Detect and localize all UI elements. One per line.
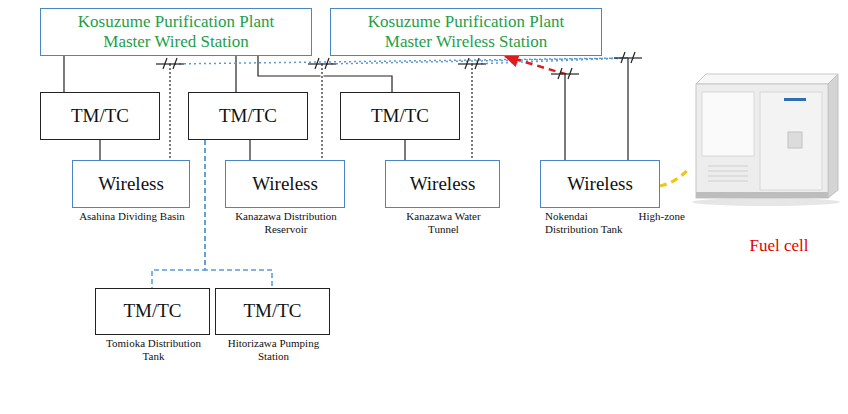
- antenna-feed: [321, 64, 322, 160]
- wired-link: [63, 56, 64, 92]
- wired-link: [99, 140, 100, 160]
- feed-underlay: [627, 58, 630, 160]
- feed-underlay: [169, 64, 172, 160]
- wireless-box: WirelessKanazawa Water Tunnel: [385, 160, 500, 208]
- display-window: [788, 132, 802, 148]
- box-text: Fuel cell: [749, 236, 808, 256]
- antenna-symbol: [458, 58, 486, 69]
- telemeter-box: TM/TC: [188, 92, 308, 140]
- antenna-symbol: [308, 58, 336, 69]
- telemeter-box: TM/TC: [340, 92, 460, 140]
- box-text: Wireless: [410, 174, 476, 195]
- cabinet-front: [696, 84, 828, 198]
- cabinet-side: [828, 74, 838, 198]
- radio-link: [322, 58, 628, 160]
- box-text: Wireless: [252, 174, 318, 195]
- antenna-feed: [471, 64, 472, 160]
- box-text: Wireless: [567, 174, 633, 195]
- shadow: [692, 198, 840, 206]
- site-label: Nokendai High-zone Distribution Tank: [545, 210, 685, 236]
- wired-link: [249, 140, 250, 160]
- vent-slots: [708, 166, 748, 181]
- telemeter-box: TM/TC: [40, 92, 160, 140]
- box-text: TM/TC: [243, 301, 301, 322]
- wired-link: [235, 56, 236, 92]
- antenna-feed: [169, 64, 170, 160]
- antenna-feed: [564, 74, 565, 160]
- antenna-feed: [627, 58, 628, 160]
- radio-link: [472, 58, 628, 160]
- cabinet-door: [760, 92, 822, 190]
- connectors: [64, 56, 688, 288]
- cabinet-base: [696, 192, 828, 198]
- radio-link: [170, 58, 628, 160]
- fuel-cell-illustration: [692, 74, 840, 206]
- telemeter-box: TM/TCHitorizawa Pumping Station: [215, 288, 330, 335]
- feed-underlay: [471, 64, 474, 160]
- feed-underlay: [321, 64, 324, 160]
- site-label: Hitorizawa Pumping Station: [219, 337, 329, 363]
- radio-link: [505, 56, 565, 160]
- antenna-feeds: [170, 58, 628, 160]
- box-text: Kosuzume Purification Plant Master Wired…: [67, 12, 285, 51]
- logo-mark: [784, 98, 806, 101]
- cabinet-panel: [702, 92, 754, 156]
- box-text: TM/TC: [219, 106, 277, 127]
- site-label: Kanazawa Water Tunnel: [394, 210, 494, 236]
- box-text: Kosuzume Purification Plant Master Wirel…: [357, 12, 575, 51]
- master-station-box: Kosuzume Purification Plant Master Wirel…: [330, 8, 602, 56]
- wireless-box: WirelessAsahina Dividing Basin: [72, 160, 190, 208]
- antenna-symbol: [614, 52, 642, 63]
- telemeter-box: TM/TCTomioka Distribution Tank: [95, 288, 210, 335]
- box-text: Wireless: [98, 174, 164, 195]
- wireless-box: WirelessNokendai High-zone Distribution …: [540, 160, 660, 208]
- site-label: Asahina Dividing Basin: [67, 210, 197, 223]
- fuel-cell-unit: Fuel cell: [688, 66, 840, 256]
- box-text: TM/TC: [71, 106, 129, 127]
- power-link: [660, 170, 688, 186]
- cabinet-top: [696, 74, 838, 84]
- box-text: TM/TC: [371, 106, 429, 127]
- master-station-box: Kosuzume Purification Plant Master Wired…: [40, 8, 312, 56]
- wired-link: [404, 140, 405, 160]
- wireless-box: WirelessKanazawa Distribution Reservoir: [225, 160, 345, 208]
- site-label: Tomioka Distribution Tank: [99, 337, 209, 363]
- site-label: Kanazawa Distribution Reservoir: [224, 210, 349, 236]
- box-text: TM/TC: [123, 301, 181, 322]
- antenna-symbol: [551, 68, 579, 79]
- antenna-symbol: [156, 58, 184, 69]
- feed-underlay: [563, 74, 568, 160]
- antenna-symbols: [156, 52, 642, 79]
